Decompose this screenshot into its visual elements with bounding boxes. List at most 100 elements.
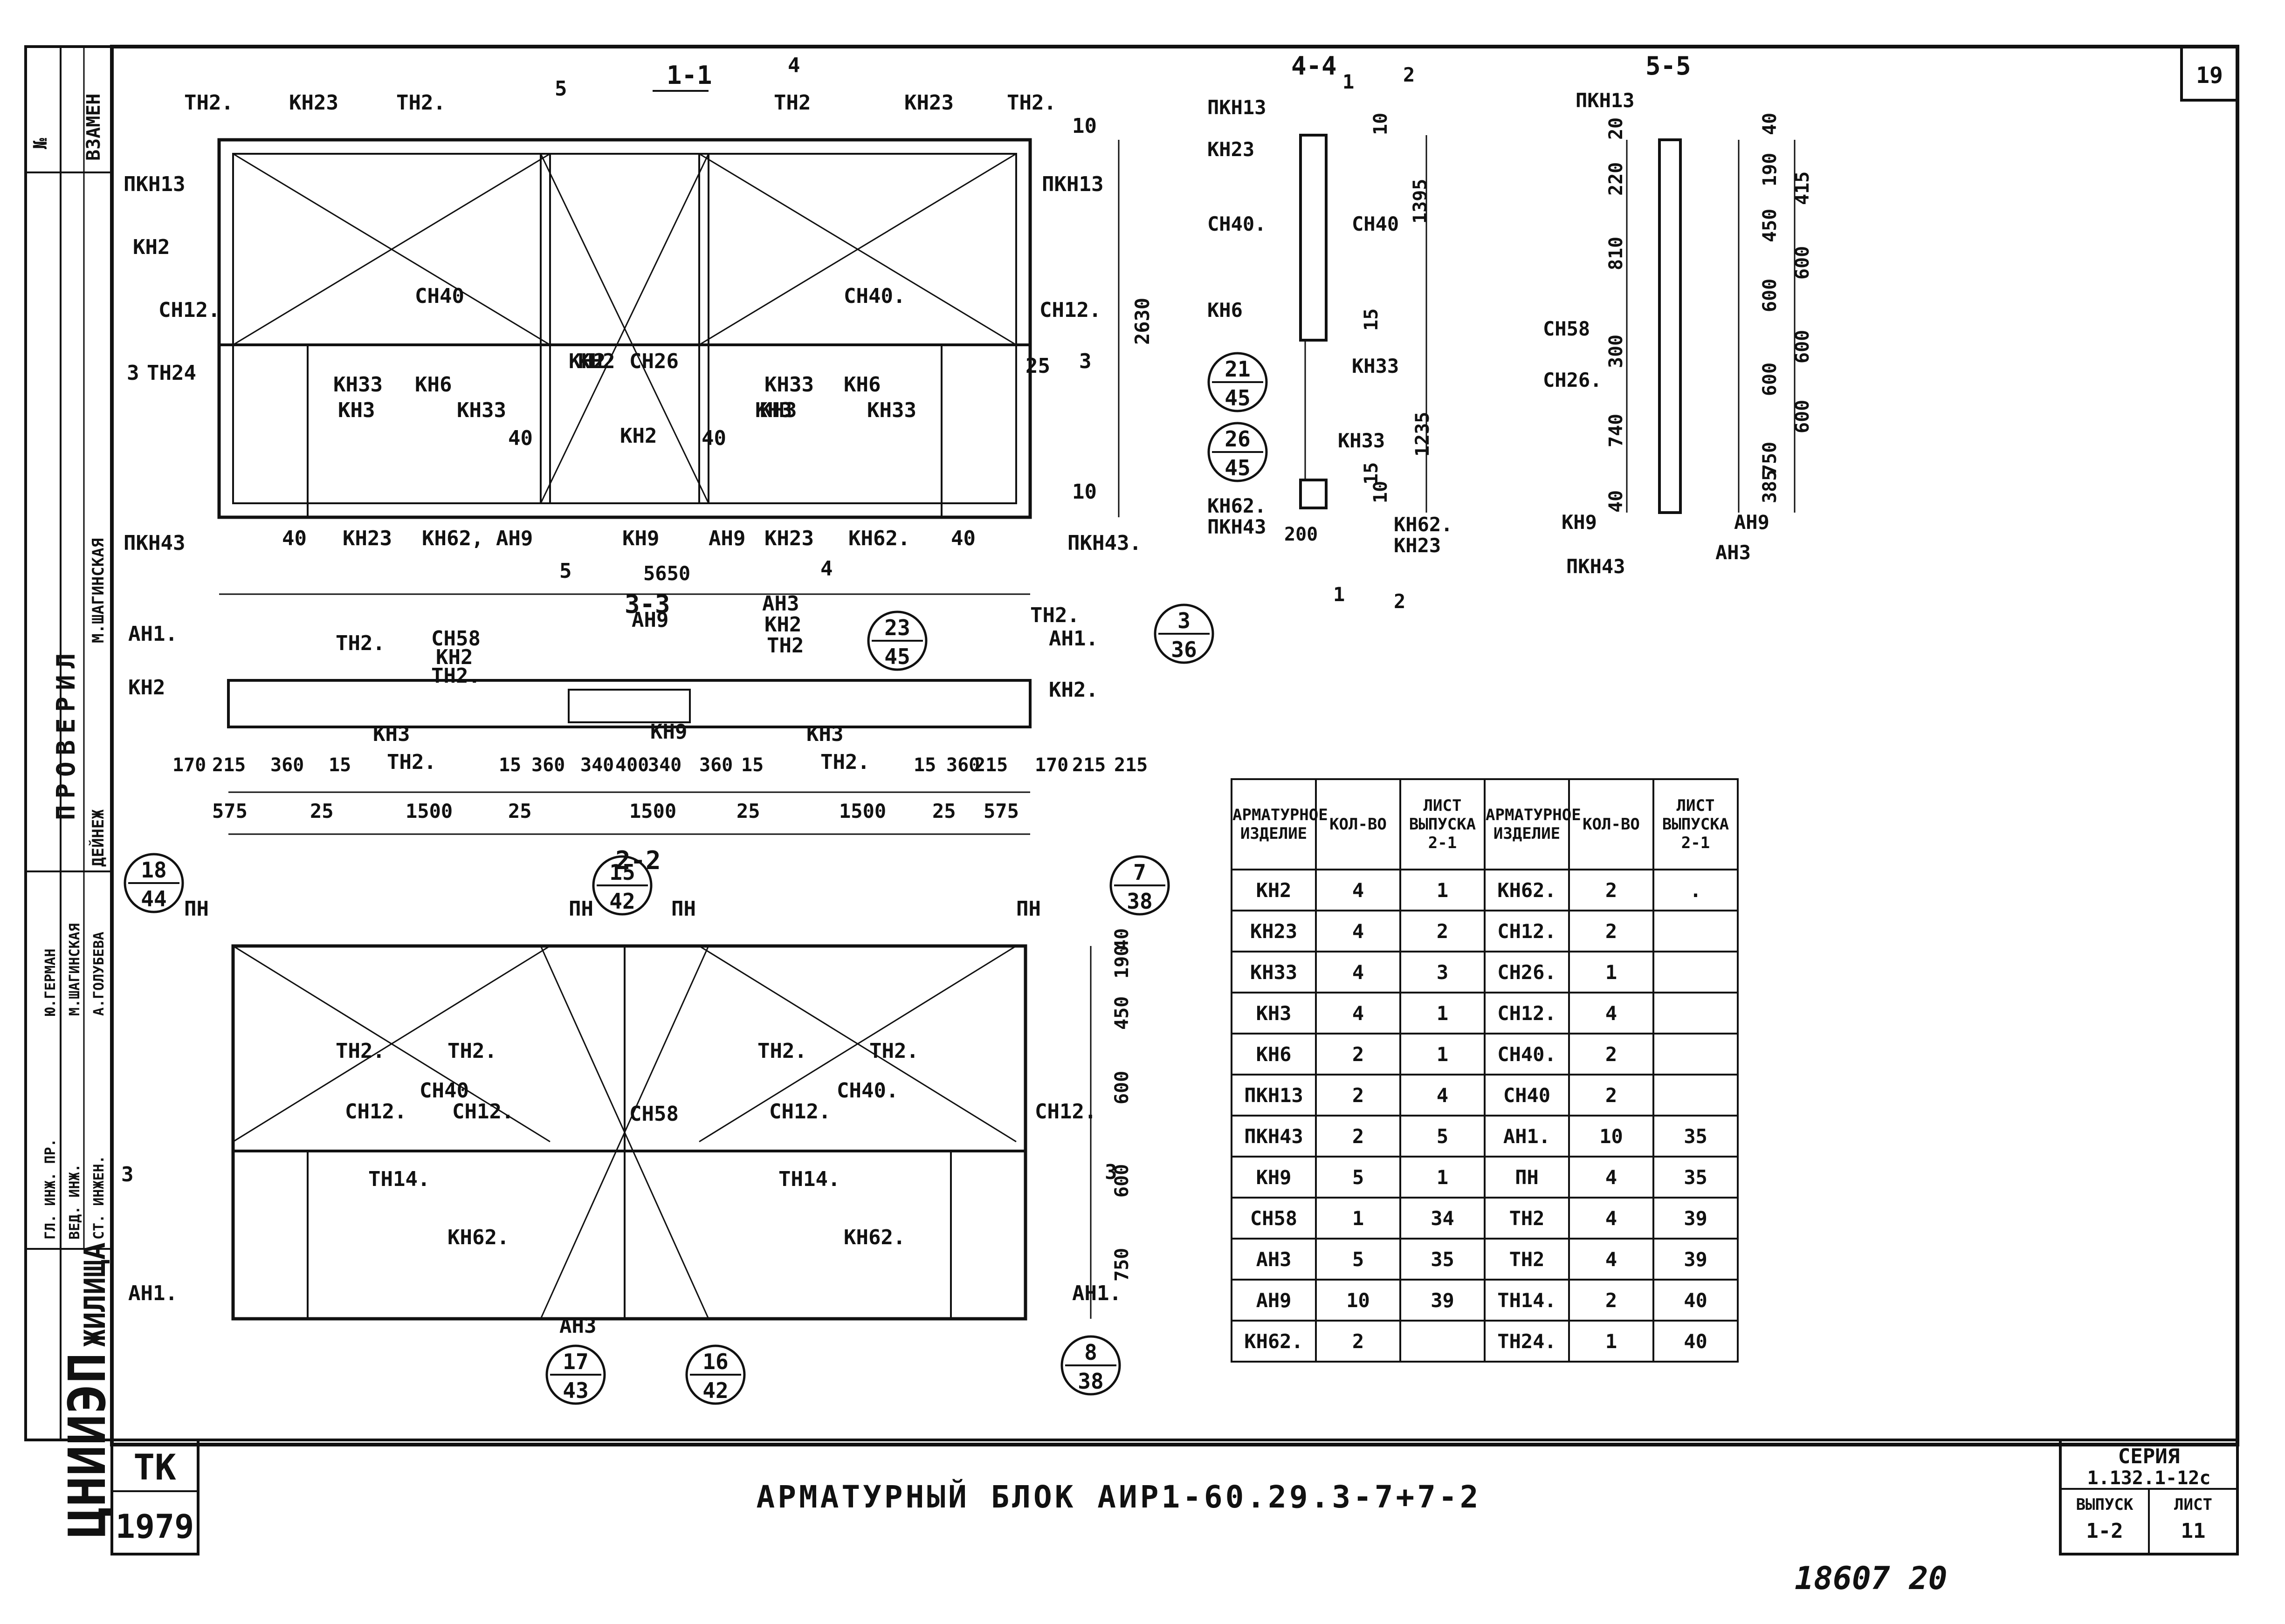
spec-table-cell: 4 xyxy=(1315,951,1401,994)
spec-table-cell: 34 xyxy=(1399,1197,1486,1240)
spec-table-wrapper: АРМАТУРНОЕ ИЗДЕЛИЕ КОЛ-ВО ЛИСТ ВЫПУСКА 2… xyxy=(1231,778,1739,1363)
spec-table-cell: 39 xyxy=(1652,1197,1739,1240)
label-2-2: ТН2. xyxy=(869,1039,919,1063)
spec-table-cell: СН58 xyxy=(1231,1197,1317,1240)
callout-bottom: 42 xyxy=(609,889,635,914)
spec-table-cell: 5 xyxy=(1399,1115,1486,1158)
spec-table-cell: 4 xyxy=(1315,910,1401,952)
label-4-4: КН62. xyxy=(1394,513,1452,536)
label-3-3: АН1. xyxy=(1049,627,1098,651)
label-1-1: КН3 xyxy=(760,398,797,422)
dim-4-4: 15 xyxy=(1361,308,1382,331)
label-1-1: 5 xyxy=(555,77,567,101)
label-4-4: ПКН13 xyxy=(1207,96,1266,119)
checker-1: М.ШАГИНСКАЯ xyxy=(89,538,108,643)
dim-4-4: 15 xyxy=(1361,462,1382,485)
spec-table-cell: 10 xyxy=(1568,1115,1654,1158)
spec-table-cell: ТН2 xyxy=(1484,1197,1570,1240)
callout-bottom: 45 xyxy=(884,644,910,669)
spec-table-cell: КН2 xyxy=(1231,869,1317,911)
callout-bottom: 45 xyxy=(1225,455,1250,480)
spec-table-cell xyxy=(1652,910,1739,952)
label-1-1: КН2 xyxy=(620,424,657,448)
spec-table-cell: 4 xyxy=(1568,1156,1654,1199)
spec-table-cell: 39 xyxy=(1399,1279,1486,1322)
section-1-1-title: 1-1 xyxy=(667,61,712,90)
section-4-4-drawing: 4-4 xyxy=(1291,51,1427,513)
archive-number: 18607 20 xyxy=(1795,1560,1948,1597)
dim-5-5-left: 300 xyxy=(1605,335,1627,368)
name-2: М.ШАГИНСКАЯ xyxy=(67,923,83,1016)
spec-table-cell: 5 xyxy=(1315,1238,1401,1281)
section-3-3-labels: АН1.КН2ТН2.СН58КН2ТН2.АН9АН3КН2ТН2ТН2.АН… xyxy=(128,592,1148,822)
label-4-4: КН33 xyxy=(1352,355,1399,377)
label-1-1: ТН2. xyxy=(396,91,446,115)
spec-table-cell: 1 xyxy=(1315,1197,1401,1240)
dim-2-2: 450 xyxy=(1111,996,1133,1030)
series-label: СЕРИЯ xyxy=(2118,1445,2180,1468)
label-2-2: КН62. xyxy=(844,1226,905,1249)
spec-table-cell: 4 xyxy=(1315,869,1401,911)
label-2-2: ТН2. xyxy=(447,1039,497,1063)
dim-4-4: 1395 xyxy=(1410,179,1431,224)
dim-3-3-top: 340 xyxy=(648,754,681,776)
callout-bottom: 42 xyxy=(702,1378,728,1403)
spec-table-cell: АН3 xyxy=(1231,1238,1317,1281)
label-5-5: АН3 xyxy=(1715,541,1751,564)
dim-5-5-right: 415 xyxy=(1792,171,1813,205)
label-1-1: 25 xyxy=(1025,354,1050,378)
detail-callout: 738 xyxy=(1109,855,1170,916)
drawing-title: АРМАТУРНЫЙ БЛОК АИР1-60.29.3-7+7-2 xyxy=(756,1479,1481,1515)
spec-table-cell: 1 xyxy=(1399,992,1486,1035)
spec-table-cell: 2 xyxy=(1568,1074,1654,1117)
dim-3-3-top: 360 xyxy=(699,754,733,776)
label-2-2: СН12. xyxy=(1035,1100,1096,1124)
callout-bottom: 45 xyxy=(1225,385,1250,411)
callout-top: 17 xyxy=(563,1349,588,1374)
label-4-4: ПКН43 xyxy=(1207,515,1266,538)
label-4-4: СН40. xyxy=(1207,212,1266,235)
spec-table-cell: 1 xyxy=(1399,1156,1486,1199)
tk-label: ТК xyxy=(133,1446,176,1488)
role-1: ГЛ. ИНЖ. ПР. xyxy=(42,1138,59,1240)
dim-5-5-right: 600 xyxy=(1759,363,1781,396)
callout-circle xyxy=(867,610,928,671)
label-3-3: КН2 xyxy=(764,613,801,637)
spec-table-cell: 39 xyxy=(1652,1238,1739,1281)
label-3-3: ТН2 xyxy=(767,634,804,658)
sheet-number-box xyxy=(2180,45,2239,102)
dim-3-3-top: 15 xyxy=(329,754,351,776)
callout-top: 15 xyxy=(609,860,635,885)
callout-bottom: 36 xyxy=(1171,637,1197,662)
spec-table-cell: КН62. xyxy=(1484,869,1570,911)
spec-table-cell: 1 xyxy=(1568,1320,1654,1363)
label-2-2: ПН xyxy=(184,897,209,921)
label-2-2: АН1. xyxy=(128,1281,178,1305)
label-2-2: КН62. xyxy=(447,1226,509,1249)
spec-table-cell: КН23 xyxy=(1231,910,1317,952)
callout-circle xyxy=(1207,352,1268,412)
label-1-1: СН12. xyxy=(158,298,220,322)
label-2-2: СН12. xyxy=(769,1100,831,1124)
role-2: ВЕД. ИНЖ. xyxy=(67,1164,83,1240)
list-label: ЛИСТ xyxy=(2174,1495,2212,1514)
name-1: Ю.ГЕРМАН xyxy=(42,949,59,1016)
label-5-5: СН26. xyxy=(1543,369,1602,391)
inv-label: ВЗАМЕН xyxy=(83,94,104,161)
label-4-4: КН62. xyxy=(1207,494,1266,517)
dim-2-2: 600 xyxy=(1111,1071,1133,1104)
dim-5-5-left: 20 xyxy=(1605,117,1627,140)
spec-header: ЛИСТ ВЫПУСКА 2-1 xyxy=(1652,778,1739,870)
label-1-1: КН6 xyxy=(844,373,881,397)
label-1-1: ТН2. xyxy=(184,91,234,115)
